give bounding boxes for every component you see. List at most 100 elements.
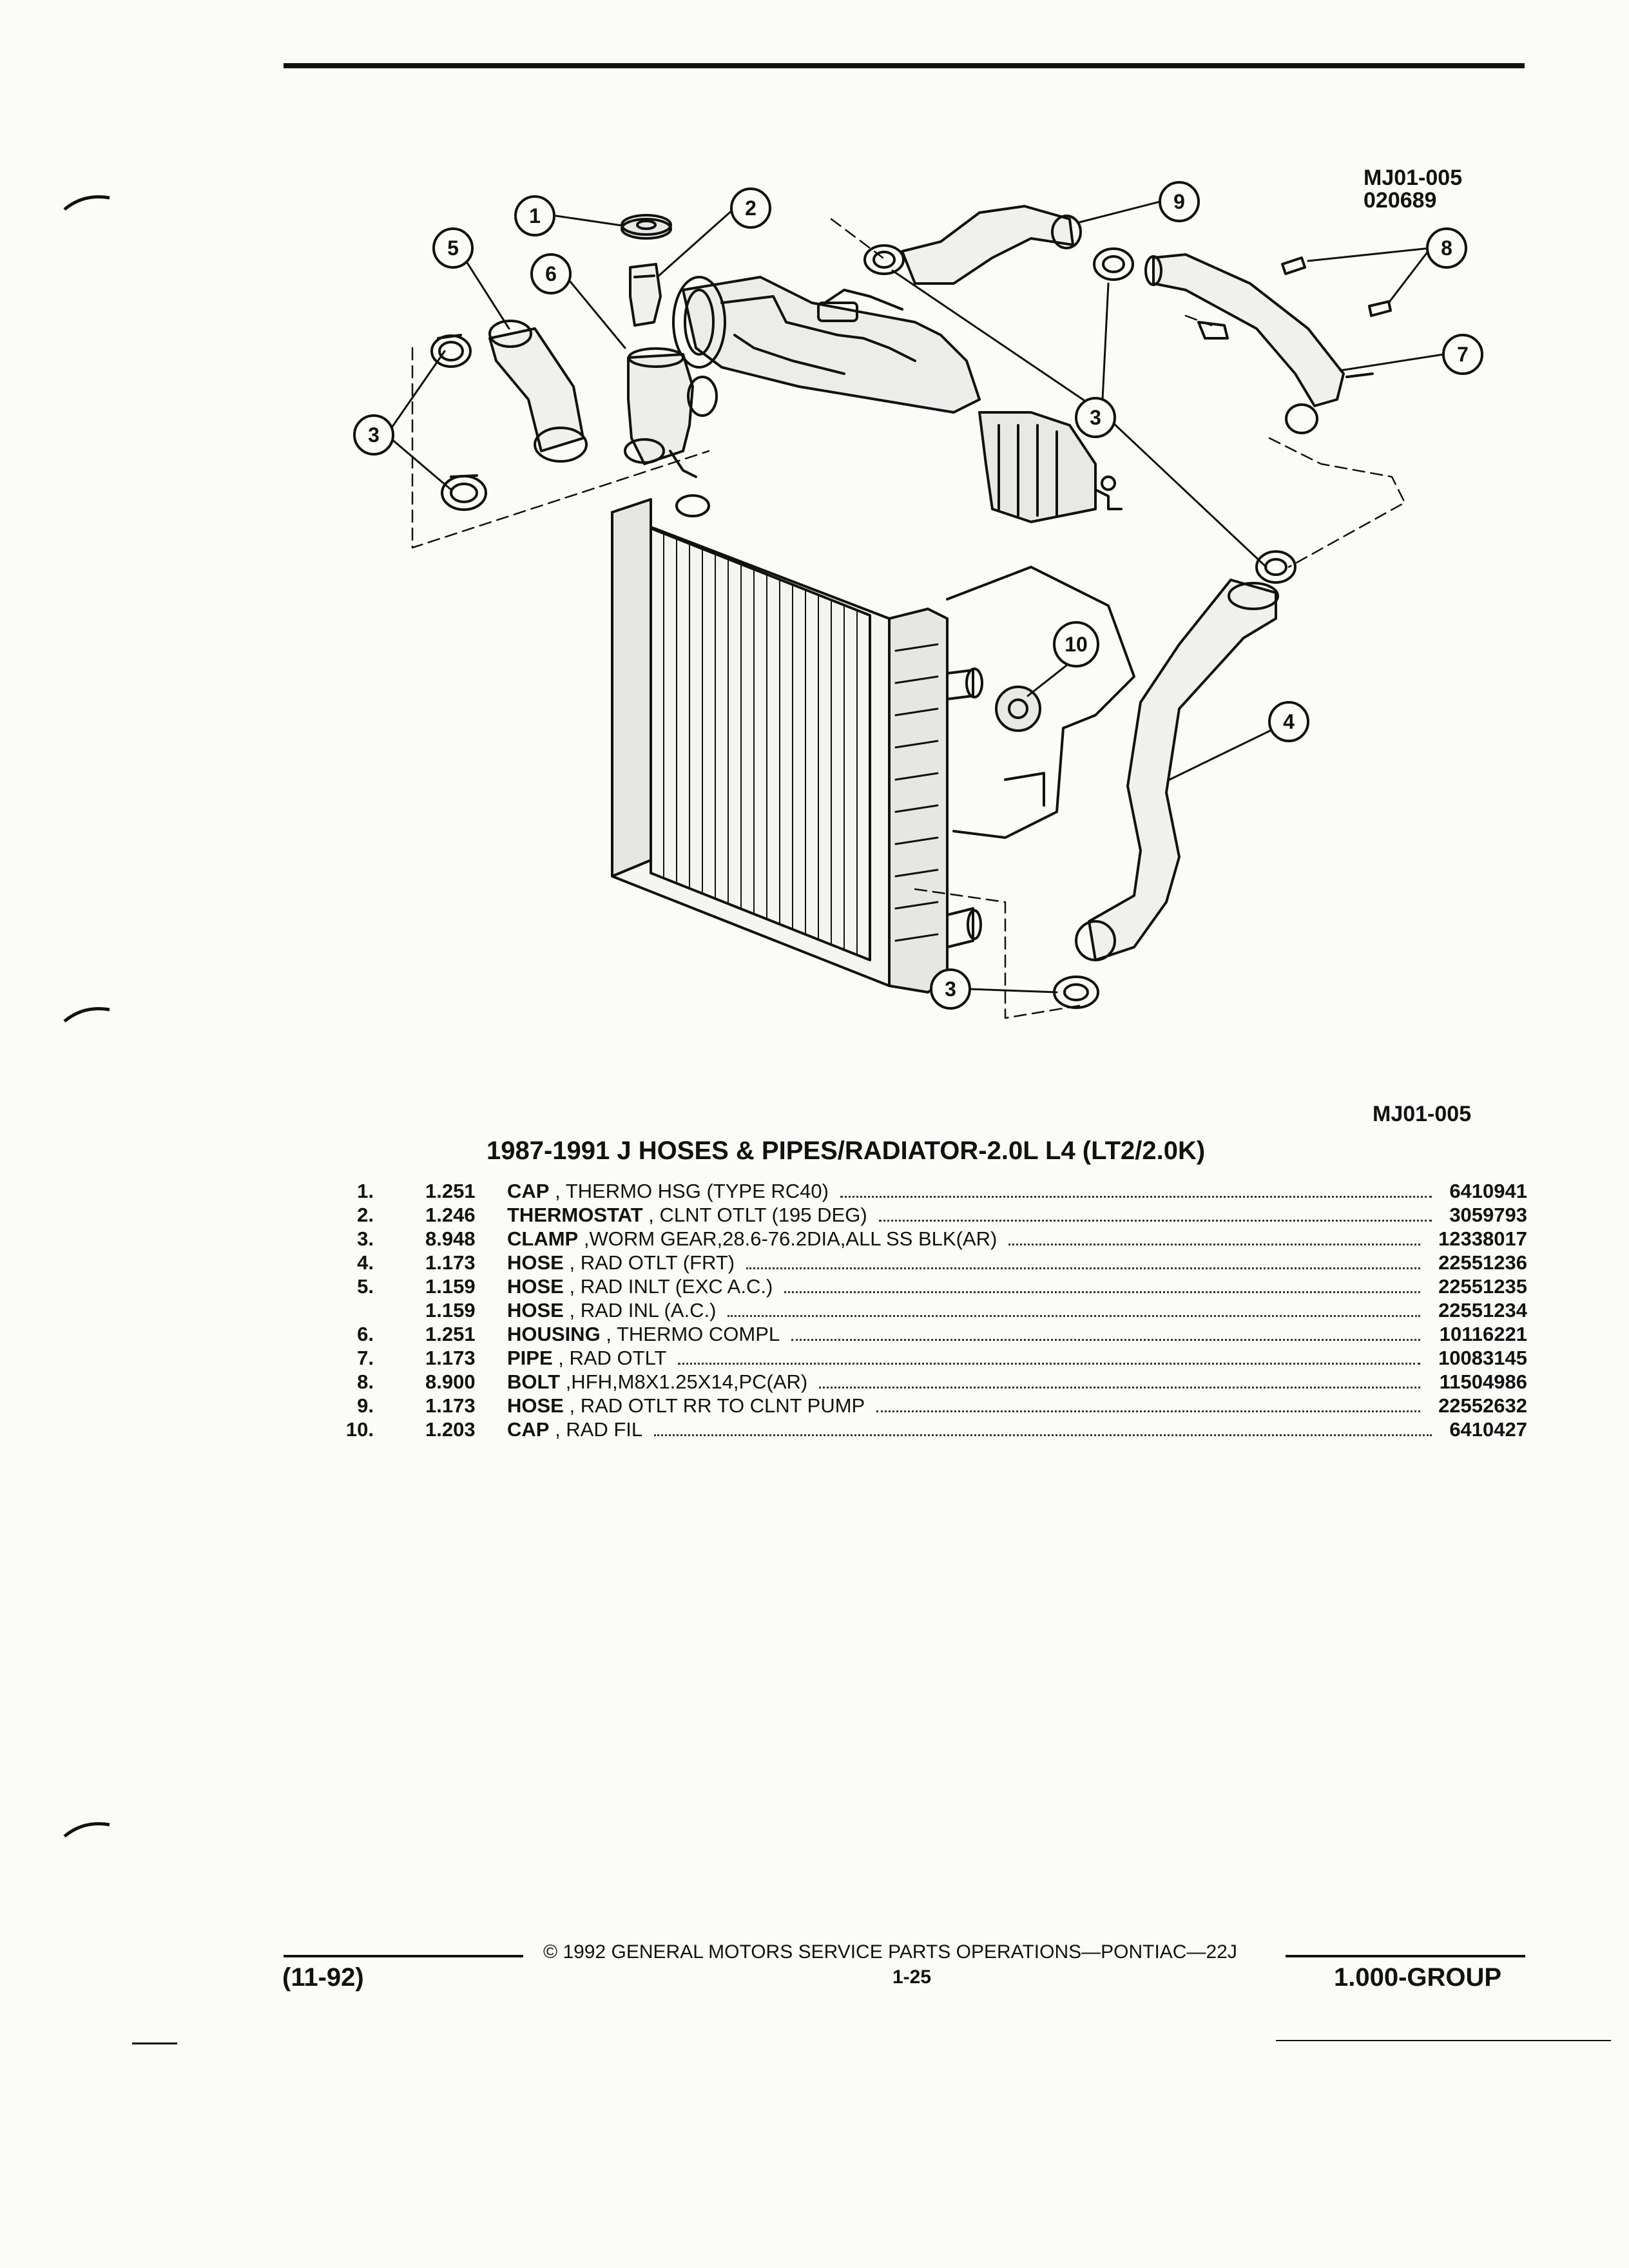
part-number: 22551234 bbox=[1438, 1299, 1527, 1321]
svg-text:3: 3 bbox=[368, 423, 380, 447]
group-number: 1.159 bbox=[425, 1275, 476, 1298]
binder-mark-top bbox=[63, 195, 110, 211]
group-number: 1.173 bbox=[425, 1347, 476, 1369]
svg-text:7: 7 bbox=[1457, 343, 1469, 366]
dot-leader bbox=[746, 1267, 1420, 1269]
scan-line-right bbox=[1276, 2040, 1611, 2041]
callout-9: 9 bbox=[1159, 181, 1200, 222]
part-detail: , RAD INL (A.C.) bbox=[563, 1299, 717, 1321]
callout-3-center: 3 bbox=[1075, 397, 1116, 438]
item-number: 1. bbox=[357, 1180, 374, 1202]
hose-4 bbox=[1075, 579, 1279, 961]
dot-leader bbox=[840, 1196, 1432, 1198]
callouts: 1 2 5 6 3 9 8 7 3 10 4 3 bbox=[353, 181, 1483, 1010]
part-detail: ,WORM GEAR,28.6-76.2DIA,ALL SS BLK(AR) bbox=[578, 1227, 998, 1250]
item-number: 4. bbox=[357, 1251, 374, 1274]
dot-leader bbox=[678, 1363, 1420, 1365]
footer-group: 1.000-GROUP bbox=[1334, 1963, 1502, 1992]
footer-rule-right bbox=[1286, 1955, 1525, 1957]
group-number: 1.203 bbox=[425, 1418, 476, 1441]
clamp-3-left-top bbox=[430, 334, 472, 368]
part-number: 22551236 bbox=[1438, 1251, 1527, 1274]
callout-6: 6 bbox=[530, 253, 572, 294]
group-number: 8.948 bbox=[425, 1227, 476, 1250]
callout-2: 2 bbox=[730, 187, 771, 229]
group-number: 1.246 bbox=[425, 1204, 476, 1226]
part-detail: , RAD INLT (EXC A.C.) bbox=[563, 1275, 773, 1298]
part-name: CAP bbox=[507, 1418, 550, 1441]
callout-1: 1 bbox=[514, 195, 555, 236]
part-description: CAP , RAD FIL bbox=[507, 1418, 642, 1441]
part-number: 10083145 bbox=[1438, 1347, 1527, 1369]
group-number: 1.173 bbox=[425, 1251, 476, 1274]
svg-text:10: 10 bbox=[1065, 633, 1088, 656]
part-number: 12338017 bbox=[1438, 1227, 1527, 1250]
item-number: 7. bbox=[357, 1347, 374, 1369]
item-number: 6. bbox=[357, 1323, 374, 1345]
part-number: 22551235 bbox=[1438, 1275, 1527, 1298]
dot-leader bbox=[791, 1339, 1420, 1341]
part-name: HOSE bbox=[507, 1275, 564, 1298]
group-number: 1.173 bbox=[425, 1394, 476, 1417]
svg-text:2: 2 bbox=[745, 197, 757, 220]
part-description: HOUSING , THERMO COMPL bbox=[507, 1322, 780, 1346]
part-detail: , RAD FIL bbox=[549, 1418, 643, 1441]
part-description: CAP , THERMO HSG (TYPE RC40) bbox=[507, 1179, 829, 1203]
callout-10: 10 bbox=[1053, 621, 1099, 668]
dot-leader bbox=[784, 1291, 1420, 1293]
part-name: CAP bbox=[507, 1180, 550, 1202]
exploded-parts-diagram: 1 2 5 6 3 9 8 7 3 10 4 3 bbox=[353, 181, 1483, 1019]
dot-leader bbox=[728, 1315, 1420, 1317]
pipe-7 bbox=[1144, 253, 1374, 434]
thermostat-housing bbox=[624, 347, 718, 478]
callout-4: 4 bbox=[1268, 701, 1309, 742]
part-name: HOUSING bbox=[507, 1323, 601, 1345]
callout-7: 7 bbox=[1442, 334, 1483, 375]
clamp-3-left-bottom bbox=[441, 474, 487, 511]
dot-leader bbox=[819, 1387, 1420, 1389]
item-number: 8. bbox=[357, 1370, 374, 1393]
part-number: 10116221 bbox=[1439, 1323, 1527, 1345]
diagram-ref-code-bottom: MJ01-005 bbox=[1373, 1102, 1472, 1126]
dot-leader bbox=[876, 1410, 1420, 1412]
svg-text:5: 5 bbox=[447, 236, 459, 260]
item-number: 10. bbox=[345, 1418, 374, 1441]
svg-text:6: 6 bbox=[545, 262, 557, 285]
callout-3-left: 3 bbox=[353, 414, 394, 456]
part-detail: , THERMO HSG (TYPE RC40) bbox=[549, 1180, 829, 1202]
diagram-ref-code: MJ01-005 bbox=[1364, 166, 1463, 190]
svg-text:3: 3 bbox=[1090, 406, 1101, 429]
dot-leader bbox=[879, 1220, 1432, 1222]
part-detail: , RAD OTLT bbox=[552, 1347, 667, 1369]
item-number: 9. bbox=[357, 1394, 374, 1417]
part-detail: , RAD OTLT RR TO CLNT PUMP bbox=[563, 1394, 865, 1417]
footer-copyright: © 1992 GENERAL MOTORS SERVICE PARTS OPER… bbox=[543, 1941, 1237, 1963]
part-description: CLAMP ,WORM GEAR,28.6-76.2DIA,ALL SS BLK… bbox=[507, 1227, 997, 1251]
item-number: 2. bbox=[357, 1204, 374, 1226]
part-detail: ,HFH,M8X1.25X14,PC(AR) bbox=[560, 1370, 808, 1393]
callout-5: 5 bbox=[432, 227, 474, 269]
parts-list-row: 5. 1.159 HOSE , RAD INLT (EXC A.C.) 2255123… bbox=[0, 1274, 1629, 1298]
dot-leader bbox=[1008, 1244, 1420, 1245]
part-detail: , THERMO COMPL bbox=[600, 1323, 780, 1345]
part-description: THERMOSTAT , CLNT OTLT (195 DEG) bbox=[507, 1203, 867, 1227]
engine-manifold bbox=[672, 276, 1123, 523]
callout-8: 8 bbox=[1426, 227, 1467, 269]
part-number: 22552632 bbox=[1438, 1394, 1527, 1417]
footer-rule-left bbox=[284, 1955, 523, 1957]
scan-line-left bbox=[132, 2042, 177, 2044]
part-description: HOSE , RAD INLT (EXC A.C.) bbox=[507, 1274, 773, 1298]
item-number: 5. bbox=[357, 1275, 374, 1298]
part-name: THERMOSTAT bbox=[507, 1204, 643, 1226]
item-number: 3. bbox=[357, 1227, 374, 1250]
callout-3-bottom: 3 bbox=[930, 968, 971, 1010]
group-number: 1.159 bbox=[425, 1299, 476, 1321]
